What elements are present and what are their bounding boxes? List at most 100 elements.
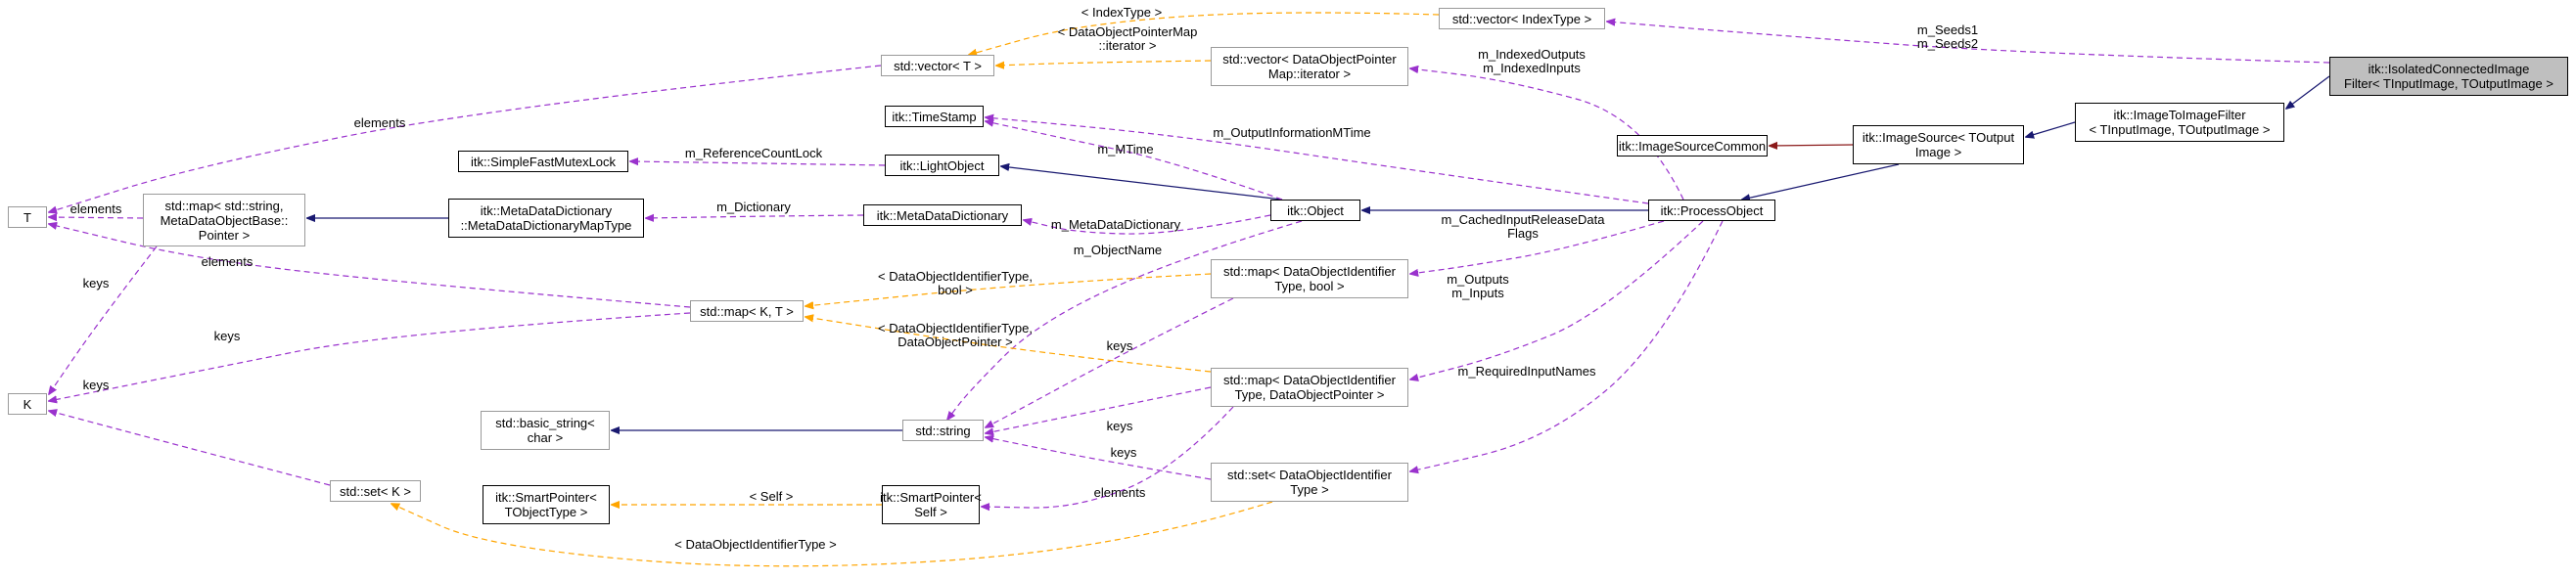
edge-label-line: m_Dictionary	[716, 200, 791, 214]
class-node-spSelf[interactable]: itk::SmartPointer<Self >	[880, 485, 982, 524]
edge-mapptr-str	[986, 386, 1212, 433]
class-node-label: T	[23, 209, 31, 225]
class-node-imgsrccommon[interactable]: itk::ImageSourceCommon	[1617, 135, 1768, 156]
class-node-label: itk::ImageSource< TOutput	[1862, 130, 2015, 145]
class-node-label: itk::MetaDataDictionary	[480, 203, 613, 218]
class-node-label: std::map< K, T >	[700, 303, 794, 319]
class-node-K[interactable]: K	[8, 393, 47, 415]
class-node-label: Image >	[1914, 145, 1962, 159]
class-node-object[interactable]: itk::Object	[1270, 200, 1360, 221]
class-node-vecT[interactable]: std::vector< T >	[881, 55, 994, 76]
class-node-lightobj[interactable]: itk::LightObject	[885, 155, 999, 176]
class-node-label: ::MetaDataDictionaryMapType	[460, 218, 632, 233]
class-node-label: itk::TimeStamp	[892, 109, 977, 124]
edge-label-vecDOPM-vecT: < DataObjectPointerMap::iterator >	[1058, 24, 1198, 53]
class-node-setK[interactable]: std::set< K >	[330, 480, 421, 502]
class-node-basicstr[interactable]: std::basic_string<char >	[481, 411, 610, 450]
edge-label-refcount: m_ReferenceCountLock	[685, 146, 823, 160]
class-node-label: std::map< DataObjectIdentifier	[1223, 373, 1396, 387]
class-node-label: itk::IsolatedConnectedImage	[2368, 62, 2530, 76]
class-node-label: std::vector< T >	[894, 58, 982, 73]
edge-label-outinfo: m_OutputInformationMTime	[1213, 125, 1370, 140]
edge-indexedio	[1410, 68, 1684, 201]
class-node-mutex[interactable]: itk::SimpleFastMutexLock	[458, 151, 628, 172]
edge-outputs	[1410, 220, 1704, 380]
edge-refcount	[630, 161, 886, 166]
class-node-stdstring[interactable]: std::string	[902, 420, 984, 441]
class-node-label: itk::MetaDataDictionary	[876, 207, 1009, 223]
class-node-label: itk::Object	[1287, 202, 1344, 218]
edge-label-line: < DataObjectIdentifierType,	[878, 321, 1033, 335]
edge-imgsrc-procobj	[1742, 163, 1900, 200]
edge-outinfo	[986, 117, 1649, 204]
edge-required	[1410, 220, 1724, 471]
class-node-label: Type >	[1290, 482, 1329, 497]
edge-label-line: m_Seeds1	[1917, 22, 1978, 37]
class-node-vecIndex[interactable]: std::vector< IndexType >	[1439, 8, 1605, 29]
class-node-label: Type, bool >	[1274, 279, 1345, 293]
edge-mapptr-mapKT	[805, 317, 1212, 373]
class-node-label: std::set< DataObjectIdentifier	[1226, 468, 1392, 482]
edge-label-line: ::iterator >	[1099, 38, 1157, 53]
edge-label-line: < IndexType >	[1081, 5, 1162, 20]
edge-label-setK-K: keys	[83, 378, 110, 392]
edge-objname	[947, 220, 1303, 420]
edge-label-vecT-T: elements	[354, 115, 406, 130]
edge-label-mapptr-str: keys	[1107, 419, 1133, 433]
edge-isolated-i2i	[2286, 75, 2330, 109]
edge-label-mapKT-K: keys	[214, 329, 241, 343]
edge-label-line: elements	[354, 115, 406, 130]
edge-label-objname: m_ObjectName	[1074, 243, 1162, 257]
edge-setK-K	[49, 411, 331, 486]
class-node-timestamp[interactable]: itk::TimeStamp	[885, 106, 984, 127]
edge-label-line: < DataObjectIdentifierType,	[878, 269, 1033, 284]
edge-label-mapbool-mapKT: < DataObjectIdentifierType,bool >	[878, 269, 1033, 297]
edge-label-line: keys	[1107, 338, 1133, 353]
class-node-stdmapmeta[interactable]: std::map< std::string,MetaDataObjectBase…	[143, 194, 305, 246]
edge-seeds	[1607, 22, 2330, 64]
edge-label-vecIndex-vecT: < IndexType >	[1081, 5, 1162, 20]
edge-label-required: m_RequiredInputNames	[1458, 364, 1596, 379]
class-node-label: itk::ImageSourceCommon	[1618, 138, 1767, 154]
edge-mapbool-mapKT	[805, 273, 1212, 306]
class-node-mapKT[interactable]: std::map< K, T >	[690, 300, 804, 322]
edge-label-line: < Self >	[750, 489, 794, 504]
class-node-label: itk::ProcessObject	[1660, 202, 1764, 218]
edge-set-str	[986, 437, 1212, 480]
edge-label-line: keys	[83, 378, 110, 392]
class-node-label: itk::LightObject	[899, 157, 985, 173]
class-node-label: itk::ImageToImageFilter	[2113, 108, 2246, 122]
edge-dictionary	[646, 215, 864, 218]
edge-label-line: m_MetaDataDictionary	[1051, 217, 1181, 232]
edge-label-line: m_ReferenceCountLock	[685, 146, 823, 160]
class-node-spTObj[interactable]: itk::SmartPointer<TObjectType >	[483, 485, 610, 524]
edge-label-mapKT-T: elements	[202, 254, 253, 269]
class-node-procobj[interactable]: itk::ProcessObject	[1648, 200, 1775, 221]
class-node-T[interactable]: T	[8, 206, 47, 228]
edge-label-set-str: keys	[1111, 445, 1137, 460]
edge-label-line: keys	[1111, 445, 1137, 460]
edge-mapKT-K	[49, 312, 691, 401]
class-node-i2i[interactable]: itk::ImageToImageFilter< TInputImage, TO…	[2075, 103, 2284, 142]
edge-label-dictionary: m_Dictionary	[716, 200, 791, 214]
edge-label-line: < DataObjectIdentifierType >	[674, 537, 836, 552]
class-node-label: char >	[527, 430, 564, 445]
edge-label-line: m_Inputs	[1451, 286, 1504, 300]
edge-label-mtime: m_MTime	[1097, 142, 1153, 156]
edge-label-line: keys	[83, 276, 110, 290]
edge-mapbool-str	[986, 297, 1234, 427]
edge-label-line: m_Outputs	[1447, 272, 1509, 287]
class-node-mdmaptype[interactable]: itk::MetaDataDictionary::MetaDataDiction…	[448, 199, 644, 238]
edge-label-line: m_CachedInputReleaseData	[1442, 212, 1606, 227]
edge-label-stdmapmeta-T: elements	[70, 201, 122, 216]
edge-label-line: m_ObjectName	[1074, 243, 1162, 257]
class-node-mddict[interactable]: itk::MetaDataDictionary	[863, 204, 1022, 226]
